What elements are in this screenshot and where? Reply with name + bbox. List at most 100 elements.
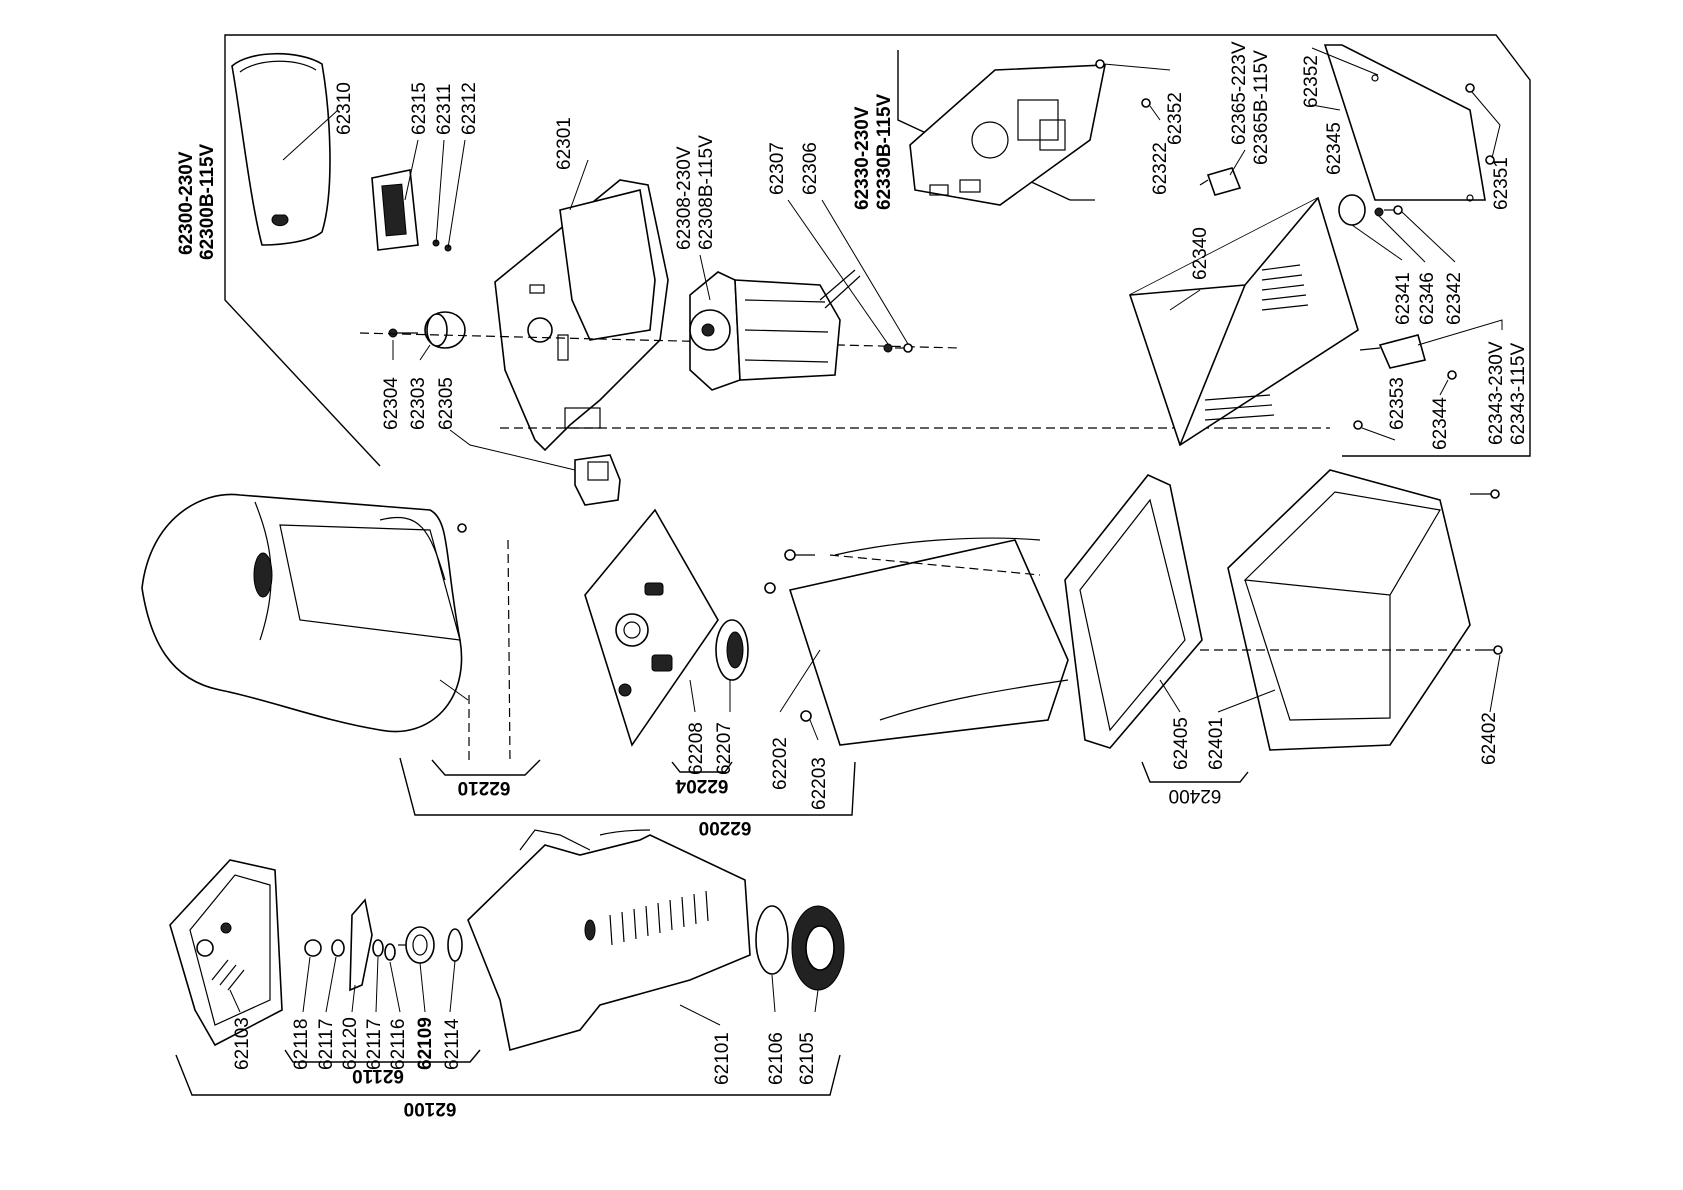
- label-62352-a: 62352: [1165, 92, 1186, 145]
- shell-62210: [141, 493, 469, 733]
- blade-62120: [349, 898, 373, 1013]
- label-62109: 62109: [415, 1017, 436, 1070]
- label-assembly-62110: 62110: [352, 1065, 404, 1086]
- relay-62365: [1199, 149, 1246, 196]
- nut-62118: [302, 939, 322, 1013]
- label-assembly-62210: 62210: [458, 777, 511, 798]
- pcb-62330: [909, 64, 1106, 206]
- label-62351: 62351: [1491, 157, 1512, 210]
- screw-62352-a: [1095, 59, 1105, 69]
- washer-62346: [1374, 207, 1384, 217]
- screw-62402-a: [1490, 489, 1500, 499]
- label-assembly-62204: 62204: [675, 775, 728, 796]
- label-62342: 62342: [1444, 272, 1465, 325]
- label-62120: 62120: [340, 1017, 361, 1070]
- bracket-62204: [671, 761, 733, 773]
- plate-62345: [1311, 44, 1486, 202]
- label-62305: 62305: [436, 377, 457, 430]
- jar-62101: [467, 829, 751, 1052]
- box-62340: [1129, 196, 1359, 447]
- label-62303: 62303: [408, 377, 429, 430]
- screw-62402: [1475, 645, 1503, 713]
- label-62308: 62308-230V: [674, 146, 695, 250]
- label-62310: 62310: [334, 82, 355, 135]
- housing-62301: [494, 159, 669, 452]
- screw-62210: [457, 523, 467, 533]
- label-62208: 62208: [686, 722, 707, 775]
- label-62401: 62401: [1206, 717, 1227, 770]
- screw-62304: [388, 328, 418, 360]
- bracket-62200: [399, 757, 856, 816]
- label-62353: 62353: [1387, 377, 1408, 430]
- shaft-62109: [398, 926, 435, 1013]
- label-62345: 62345: [1324, 122, 1345, 175]
- label-62307: 62307: [767, 142, 788, 195]
- label-62312: 62312: [459, 82, 480, 135]
- label-62101: 62101: [712, 1032, 733, 1085]
- label-62340: 62340: [1190, 227, 1211, 280]
- label-62365: 62365-223V: [1229, 41, 1250, 145]
- label-62405: 62405: [1171, 717, 1192, 770]
- label-62116: 62116: [388, 1019, 409, 1070]
- label-62341: 62341: [1393, 272, 1414, 325]
- label-62365b: 62365B-115V: [1251, 50, 1272, 165]
- label-62322: 62322: [1150, 142, 1171, 195]
- gasket-62106: [755, 905, 789, 1013]
- switch-62305: [449, 429, 621, 506]
- display-62315: [371, 139, 419, 251]
- label-62344: 62344: [1430, 397, 1451, 450]
- screw-62344: [1447, 370, 1457, 380]
- label-62301: 62301: [554, 117, 575, 170]
- cover-62310: [231, 52, 339, 246]
- screw-62203-c: [764, 582, 776, 594]
- fuse-62341: [1338, 194, 1403, 261]
- label-62117-a: 62117: [316, 1019, 337, 1070]
- label-62207: 62207: [714, 722, 735, 775]
- washer-62116: [384, 943, 401, 1013]
- lid-62103: [169, 859, 283, 1047]
- label-62105: 62105: [797, 1032, 818, 1085]
- screw-62203: [800, 710, 819, 741]
- label-62315: 62315: [409, 82, 430, 135]
- label-62114: 62114: [442, 1018, 463, 1070]
- washer-62307: [787, 199, 893, 353]
- oring-62114: [447, 928, 463, 1013]
- label-62118: 62118: [291, 1019, 312, 1070]
- bracket-62100: [175, 1054, 841, 1096]
- tub-62401: [1217, 469, 1471, 751]
- labels: 62310 62315 62311 62312 62301 62308-230V…: [176, 41, 1529, 1119]
- bracket-62210: [431, 759, 541, 776]
- label-62103: 62103: [232, 1017, 253, 1070]
- bracket-62400: [1141, 761, 1249, 783]
- screw-62342: [1384, 205, 1456, 263]
- label-62106: 62106: [766, 1032, 787, 1085]
- screw-62351-a: [1465, 83, 1475, 93]
- knob-62303: [419, 311, 466, 361]
- drive-62105: [791, 905, 845, 1013]
- screw-62322: [1141, 98, 1151, 108]
- label-62306: 62306: [800, 142, 821, 195]
- label-assembly-62100: 62100: [404, 1098, 457, 1119]
- label-62352-b: 62352: [1301, 55, 1322, 108]
- label-assembly-62300: 62300-230V: [176, 151, 197, 255]
- label-assembly-62400: 62400: [1169, 785, 1222, 806]
- screw-62203-b: [784, 549, 796, 561]
- label-assembly-62200: 62200: [699, 817, 752, 838]
- bracket-62110: [284, 1049, 481, 1063]
- washer-62117-b: [372, 939, 384, 1013]
- label-62343b: 62343-115V: [1508, 343, 1529, 445]
- plate-62208: [584, 508, 719, 747]
- label-62203: 62203: [809, 757, 830, 810]
- label-62346: 62346: [1417, 272, 1438, 325]
- seal-62207: [715, 619, 749, 712]
- tray-62202: [779, 537, 1069, 746]
- screw-62306: [821, 199, 913, 353]
- label-62304: 62304: [381, 377, 402, 430]
- motor-62308: [689, 254, 861, 391]
- label-assembly-62330b: 62330B-115V: [874, 93, 895, 210]
- label-62402: 62402: [1479, 712, 1500, 765]
- label-62308b: 62308B-115V: [696, 135, 717, 250]
- inlet-62343: [1359, 319, 1503, 369]
- label-62202: 62202: [770, 737, 791, 790]
